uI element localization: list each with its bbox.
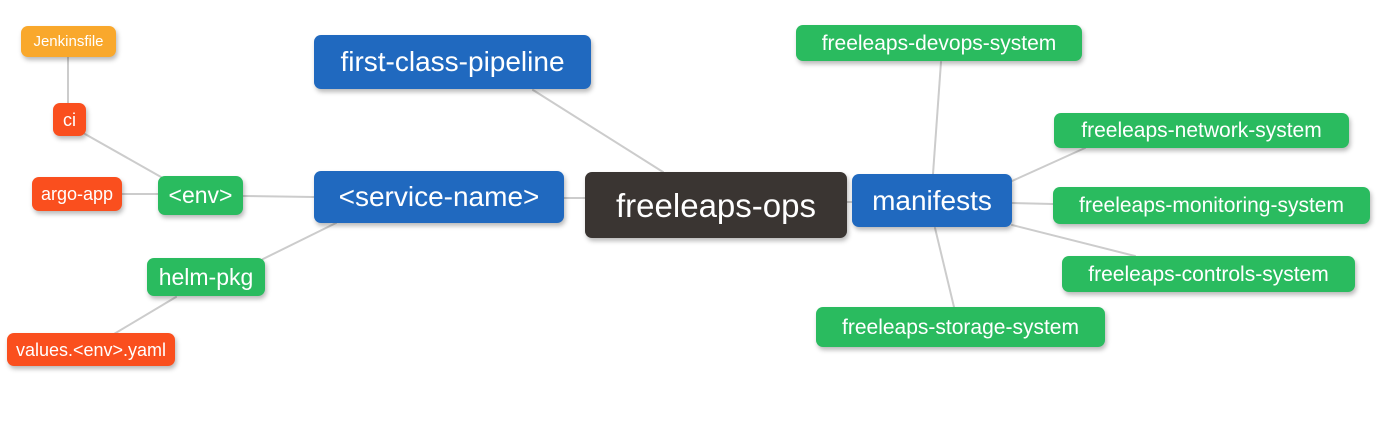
edge-manifests-network-system xyxy=(1011,147,1086,182)
edge-manifests-devops-system xyxy=(932,61,942,175)
node-helm-pkg[interactable]: helm-pkg xyxy=(147,258,265,296)
node-manifests[interactable]: manifests xyxy=(852,174,1012,227)
node-argo-app[interactable]: argo-app xyxy=(32,177,122,211)
node-freeleaps-storage-system[interactable]: freeleaps-storage-system xyxy=(816,307,1105,347)
node-label: freeleaps-storage-system xyxy=(842,315,1079,339)
edge-service-name-helm-pkg xyxy=(262,222,337,260)
node-label: values.<env>.yaml xyxy=(15,339,167,360)
node-ci[interactable]: ci xyxy=(53,103,86,136)
node-env[interactable]: <env> xyxy=(158,176,243,215)
node-label: Jenkinsfile xyxy=(33,33,104,50)
node-jenkinsfile[interactable]: Jenkinsfile xyxy=(21,26,116,57)
node-label: ci xyxy=(63,109,76,130)
edge-helm-pkg-values xyxy=(113,296,177,335)
node-label: freeleaps-devops-system xyxy=(821,31,1057,55)
edge-ci-env xyxy=(84,133,162,178)
node-label: <env> xyxy=(168,182,233,208)
edge-pipeline-freeleaps-ops xyxy=(532,89,664,173)
node-label: first-class-pipeline xyxy=(340,46,565,77)
node-freeleaps-devops-system[interactable]: freeleaps-devops-system xyxy=(796,25,1082,61)
node-freeleaps-controls-system[interactable]: freeleaps-controls-system xyxy=(1062,256,1355,292)
node-label: <service-name> xyxy=(338,181,540,212)
node-freeleaps-ops-root[interactable]: freeleaps-ops xyxy=(585,172,847,238)
node-label: manifests xyxy=(872,184,992,216)
node-label: helm-pkg xyxy=(158,263,254,290)
edge-manifests-storage-system xyxy=(934,227,955,308)
edge-manifests-monitoring-system xyxy=(1011,202,1054,205)
node-label: freeleaps-ops xyxy=(616,186,816,224)
node-freeleaps-monitoring-system[interactable]: freeleaps-monitoring-system xyxy=(1053,187,1370,224)
node-label: freeleaps-network-system xyxy=(1081,119,1322,142)
node-service-name[interactable]: <service-name> xyxy=(314,171,564,223)
node-label: freeleaps-controls-system xyxy=(1088,262,1329,286)
node-label: argo-app xyxy=(40,184,114,204)
edge-manifests-controls-system xyxy=(1011,224,1136,257)
edge-env-service-name xyxy=(242,195,315,198)
node-label: freeleaps-monitoring-system xyxy=(1079,194,1344,217)
node-first-class-pipeline[interactable]: first-class-pipeline xyxy=(314,35,591,89)
node-values-env-yaml[interactable]: values.<env>.yaml xyxy=(7,333,175,366)
node-freeleaps-network-system[interactable]: freeleaps-network-system xyxy=(1054,113,1349,148)
